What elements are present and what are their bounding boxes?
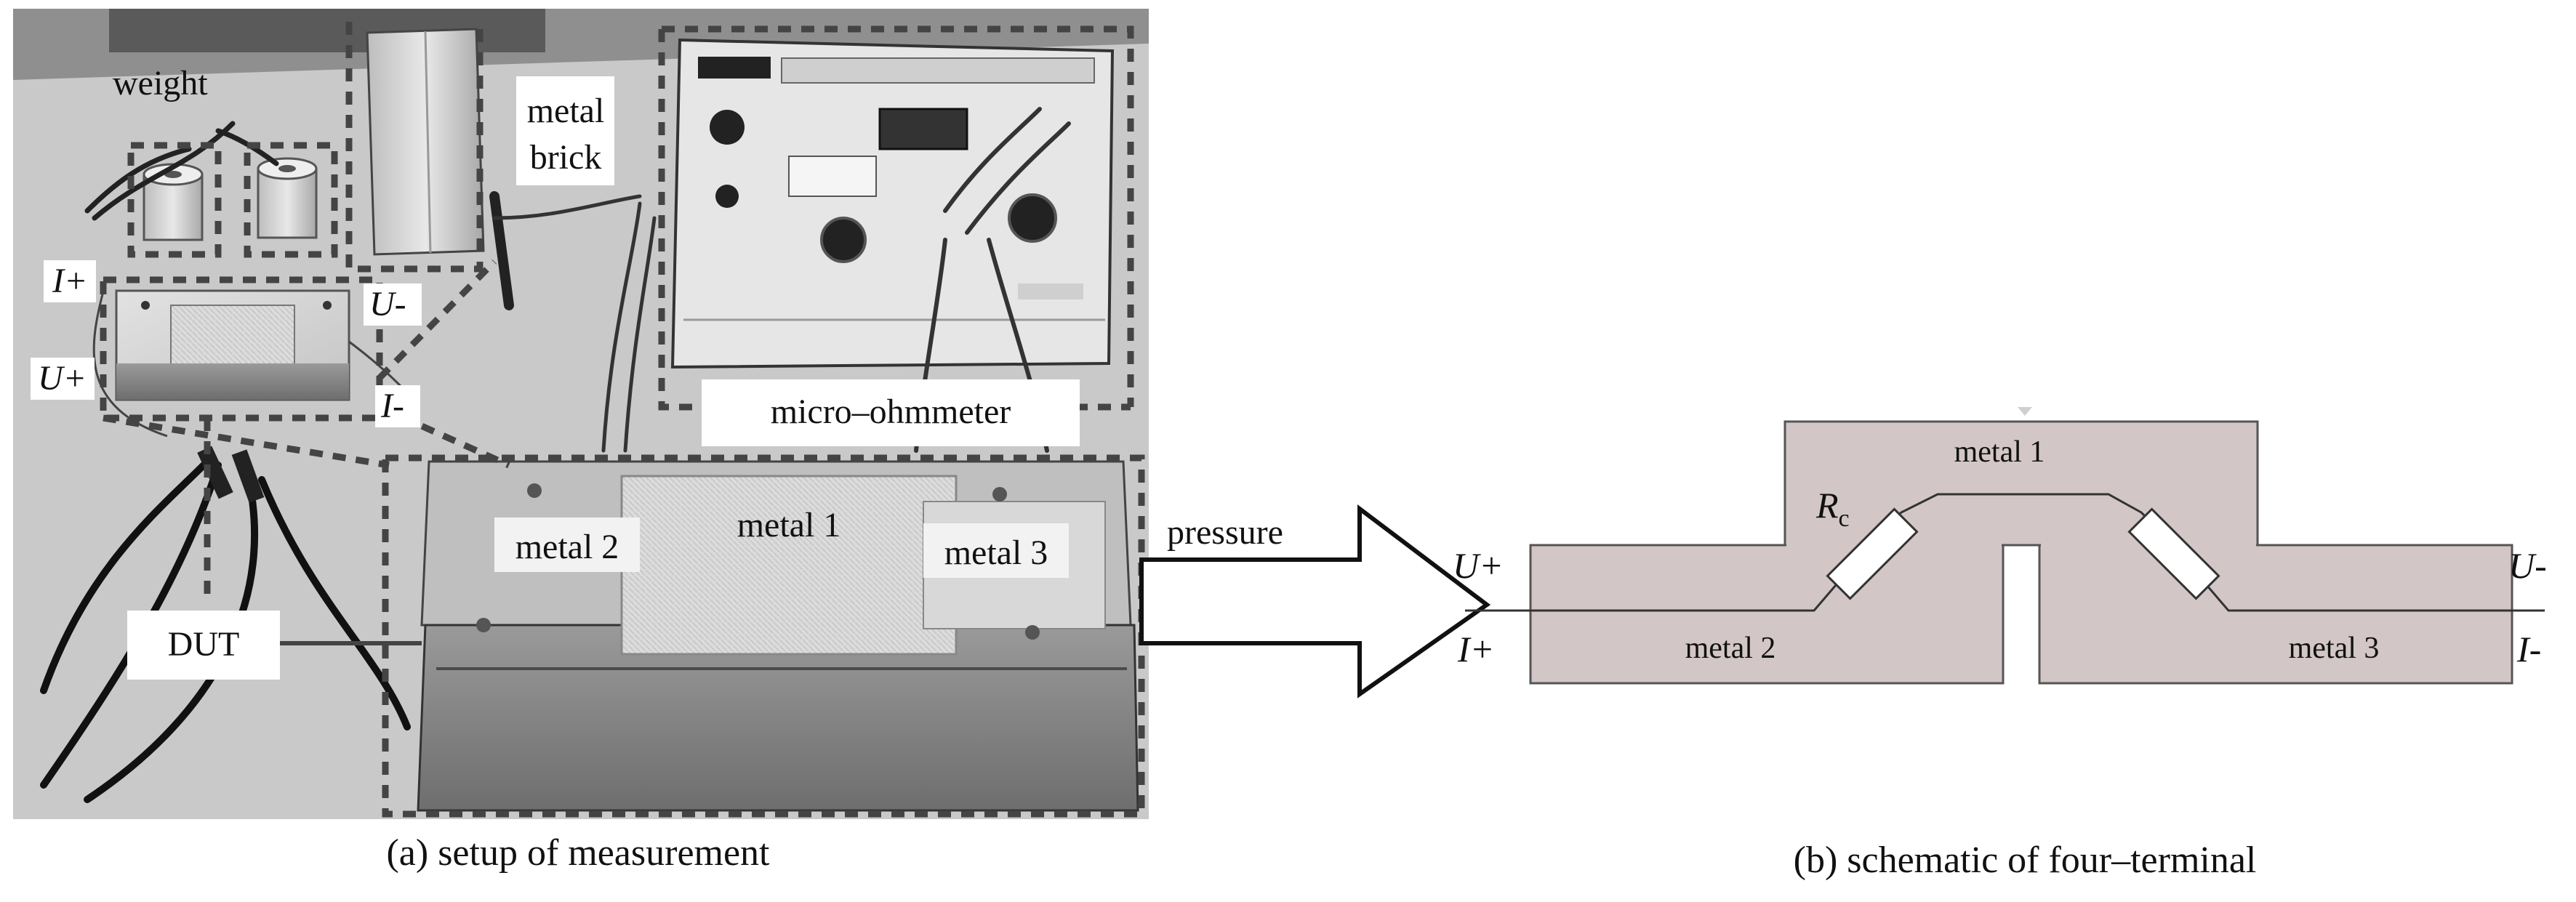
schematic-metal2 xyxy=(1529,544,2005,685)
weight-left xyxy=(143,163,204,241)
i-minus-label: I- xyxy=(380,387,404,425)
caption-a: (a) setup of measurement xyxy=(386,832,770,874)
schematic-metal2-label: metal 2 xyxy=(1685,632,1776,665)
probe-plug-left xyxy=(197,446,233,499)
schematic-i-minus-label: I- xyxy=(2516,629,2541,669)
schematic-u-minus-label: U- xyxy=(2508,545,2547,586)
ohmmeter-cables xyxy=(492,194,657,453)
dut-fixture-small xyxy=(115,289,350,401)
schematic-u-plus-label: U+ xyxy=(1453,545,1504,586)
schematic-metal1 xyxy=(1783,420,2259,547)
dut-fixture-large xyxy=(417,460,1139,812)
schematic-metal3 xyxy=(2038,544,2513,685)
schematic-panel: metal 1 metal 2 metal 3 Rc U+ I+ U- I- xyxy=(1453,407,2547,685)
photo-label-dut: DUT xyxy=(127,611,280,680)
rc-label: Rc xyxy=(1815,485,1850,532)
caption-b: (b) schematic of four–terminal xyxy=(1794,839,2257,881)
weight-right xyxy=(257,157,318,239)
photo-label-u-minus: U- xyxy=(364,283,422,326)
schematic-metal1-label: metal 1 xyxy=(1954,435,2045,469)
rc-resistor-left xyxy=(1826,507,1919,600)
u-plus-label: U+ xyxy=(38,359,87,398)
pressure-arrow: pressure xyxy=(1139,504,1491,698)
weight-label: weight xyxy=(113,64,208,102)
photo-label-weight: weight xyxy=(113,64,208,102)
photo-label-u-plus: U+ xyxy=(31,358,95,400)
schematic-metal3-label: metal 3 xyxy=(2289,632,2380,665)
photo-label-i-plus: I+ xyxy=(44,260,96,302)
metal3-photo-label: metal 3 xyxy=(944,533,1048,572)
schematic-top-tick xyxy=(2018,407,2032,416)
photo-label-metal3: metal 3 xyxy=(923,523,1069,578)
metal1-photo-label: metal 1 xyxy=(737,506,841,544)
photo-label-metal2: metal 2 xyxy=(494,518,640,572)
metal-brick xyxy=(366,28,485,256)
metal-brick-label-line2: brick xyxy=(530,138,602,177)
photo-gap-right xyxy=(1149,0,1156,898)
pressure-label: pressure xyxy=(1167,513,1283,552)
micro-ohmmeter-device xyxy=(670,38,1115,453)
metal2-photo-label: metal 2 xyxy=(515,528,619,566)
micro-ohmmeter-label: micro–ohmmeter xyxy=(771,392,1011,431)
photo-metal1-plate xyxy=(620,475,958,656)
rc-resistor-right xyxy=(2127,507,2220,600)
metal-brick-label-line1: metal xyxy=(527,92,605,130)
dut-label: DUT xyxy=(168,625,240,664)
photo-label-metal-brick: metal brick xyxy=(516,76,614,185)
schematic-i-plus-label: I+ xyxy=(1457,629,1494,669)
photo-panel: weight metal brick I+ U+ U- I- micro–ohm… xyxy=(13,9,1149,819)
i-plus-label: I+ xyxy=(52,262,87,300)
u-minus-label: U- xyxy=(369,285,406,323)
probe-handle xyxy=(489,191,514,310)
photo-label-i-minus: I- xyxy=(375,385,420,427)
probe-plug-right xyxy=(231,449,265,503)
photo-label-micro-ohmmeter: micro–ohmmeter xyxy=(702,379,1080,446)
